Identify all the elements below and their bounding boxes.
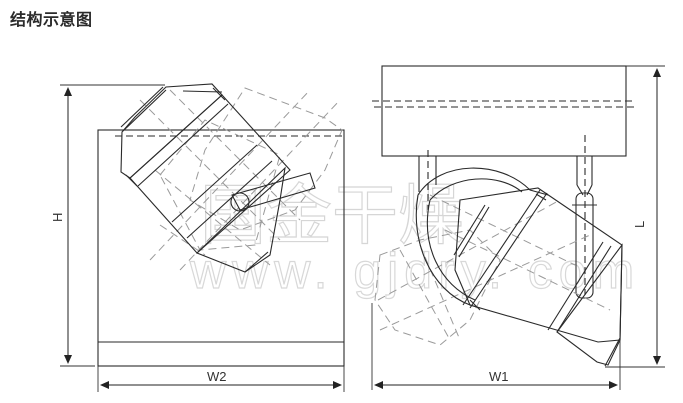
page-title: 结构示意图 xyxy=(10,10,93,29)
watermark: 国金干燥 www. gjdry. com xyxy=(188,176,640,299)
side-view: H W2 xyxy=(50,83,345,392)
ghost-vessel-front xyxy=(374,194,611,346)
dimension-w1: W1 xyxy=(371,303,621,390)
ghost-vessel xyxy=(139,87,343,271)
dimension-label-l: L xyxy=(632,221,647,228)
base-frame xyxy=(97,129,345,367)
dimension-w2: W2 xyxy=(97,366,345,392)
watermark-url: www. gjdry. com xyxy=(189,243,640,299)
dimension-label-w2: W2 xyxy=(207,369,227,384)
dimension-h: H xyxy=(50,84,165,367)
dimension-label-h: H xyxy=(50,213,65,222)
mixing-vessel-front xyxy=(415,167,623,367)
dimension-l: L xyxy=(605,65,665,368)
pivot-joint xyxy=(230,192,250,212)
top-frame xyxy=(381,65,627,157)
mixing-vessel xyxy=(120,83,316,273)
front-view: L W1 xyxy=(371,65,665,390)
dimension-label-w1: W1 xyxy=(489,369,509,384)
top-flange xyxy=(120,86,164,128)
watermark-brand: 国金干燥 xyxy=(200,177,464,254)
